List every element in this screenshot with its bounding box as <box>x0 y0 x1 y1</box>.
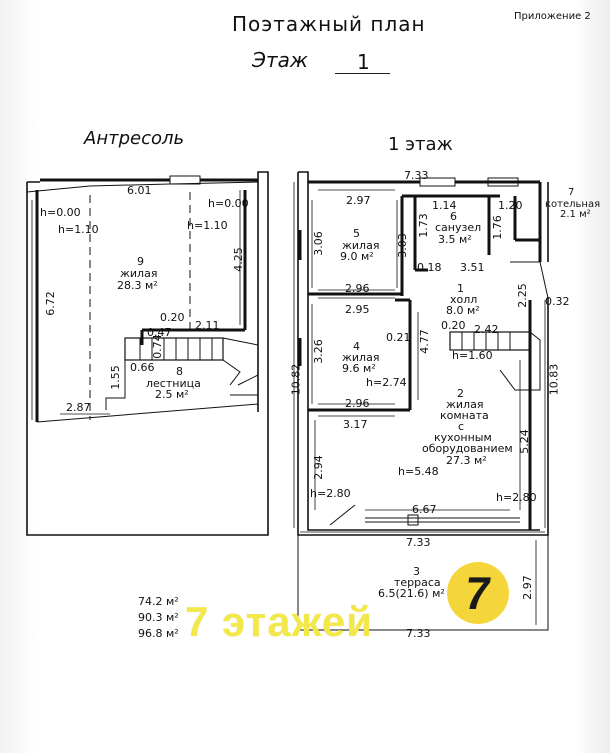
dim-label: 1.76 <box>490 215 504 240</box>
dim-label: 3.06 <box>311 231 325 256</box>
dim-label: 6.67 <box>412 503 437 516</box>
terrace-outline <box>297 535 549 631</box>
mezzanine-title: Антресоль <box>84 128 185 149</box>
dim-label: 4.77 <box>417 329 431 354</box>
logo-glyph: 7 <box>461 567 495 619</box>
dim-label: 2.25 <box>515 283 529 308</box>
appendix-label: Приложение 2 <box>514 11 591 22</box>
room-6-num: 6 <box>450 210 457 223</box>
dim-label: 2.97 <box>520 575 534 600</box>
total-area-3: 96.8 м² <box>138 627 179 640</box>
dim-label: 3.51 <box>460 261 485 274</box>
brand-logo-icon: 7 <box>447 562 509 624</box>
dim-label: 3.03 <box>395 233 409 258</box>
dim-label: 7.33 <box>406 627 431 640</box>
mezzanine-outline <box>26 171 269 536</box>
dim-label: 3.26 <box>311 339 325 364</box>
watermark-text: 7 этажей <box>185 598 373 645</box>
dim-label: 1.20 <box>498 199 523 212</box>
height-label: h=5.48 <box>398 465 439 478</box>
dim-label: 0.20 <box>160 311 185 324</box>
room-2-line1: жилая <box>446 398 484 411</box>
dim-label: 4.25 <box>231 247 245 272</box>
height-label: h=1.60 <box>452 349 493 362</box>
height-label: h=2.74 <box>366 376 407 389</box>
dim-label: 7.33 <box>404 169 429 182</box>
dim-label: 0.21 <box>386 331 411 344</box>
room-2-line2: комната <box>440 409 489 422</box>
dim-label: 1.55 <box>108 365 122 390</box>
room-6-name: санузел <box>435 221 482 234</box>
total-area-1: 74.2 м² <box>138 595 179 608</box>
dim-label: 0.18 <box>417 261 442 274</box>
room-8-name: лестница <box>146 377 201 390</box>
dim-label: 2.42 <box>474 323 499 336</box>
room-5-area: 9.0 м² <box>340 250 374 263</box>
dim-label: 5.24 <box>517 429 531 454</box>
dim-label: 0.32 <box>545 295 570 308</box>
dim-label: 6.72 <box>43 291 57 316</box>
floor1-title: 1 этаж <box>388 134 453 155</box>
dim-label: 3.17 <box>343 418 368 431</box>
room-7-num: 7 <box>568 187 575 198</box>
room-9-num: 9 <box>137 255 144 268</box>
room-8-area: 2.5 м² <box>155 388 189 401</box>
height-label: h=0.00 <box>40 206 81 219</box>
dim-label: 0.74 <box>150 334 164 359</box>
height-label: h=0.00 <box>208 197 249 210</box>
dim-label: 2.97 <box>346 194 371 207</box>
dim-label: 10.82 <box>289 363 303 396</box>
dim-label: 0.20 <box>441 319 466 332</box>
dim-label: 6.01 <box>127 184 152 197</box>
dim-label: 2.96 <box>345 282 370 295</box>
dim-label: 1.14 <box>432 199 457 212</box>
height-label: h=1.10 <box>58 223 99 236</box>
height-label: h=2.80 <box>496 491 537 504</box>
room-7-name: котельная <box>545 199 601 210</box>
room-5-num: 5 <box>353 227 360 240</box>
dim-label: 2.11 <box>195 319 220 332</box>
dim-label: 1.73 <box>416 213 430 238</box>
room-3-area: 6.5(21.6) м² <box>378 587 445 600</box>
room-2-line5: оборудованием <box>422 442 513 455</box>
dim-label: 2.95 <box>345 303 370 316</box>
room-2-num: 2 <box>457 387 464 400</box>
dim-label: 0.66 <box>130 361 155 374</box>
room-1-area: 8.0 м² <box>446 304 480 317</box>
height-label: h=1.10 <box>187 219 228 232</box>
room-8-num: 8 <box>176 365 183 378</box>
room-1-num: 1 <box>457 282 464 295</box>
floor-label: Этаж <box>252 48 308 72</box>
room-2-line3: с <box>458 420 465 433</box>
floor-number: 1 <box>357 50 370 74</box>
dim-label: 2.94 <box>311 455 325 480</box>
dim-label: 10.83 <box>547 363 561 396</box>
height-label: h=2.80 <box>310 487 351 500</box>
room-2-line4: кухонным <box>434 431 492 444</box>
floor-number-underline <box>335 73 390 74</box>
room-4-area: 9.6 м² <box>342 362 376 375</box>
room-5-name: жилая <box>342 239 380 252</box>
room-3-num: 3 <box>413 565 420 578</box>
plan-title: Поэтажный план <box>232 12 426 36</box>
room-9-name: жилая <box>120 267 158 280</box>
dim-label: 0.47 <box>147 326 172 339</box>
room-4-name: жилая <box>342 351 380 364</box>
dim-label: 2.87 <box>66 401 91 414</box>
dim-label: 7.33 <box>406 536 431 549</box>
room-4-num: 4 <box>353 340 360 353</box>
room-9-area: 28.3 м² <box>117 279 158 292</box>
room-1-name: холл <box>450 293 478 306</box>
room-3-name: терраса <box>394 576 441 589</box>
room-7-area: 2.1 м² <box>560 209 591 220</box>
room-6-area: 3.5 м² <box>438 233 472 246</box>
dim-label: 2.96 <box>345 397 370 410</box>
total-area-2: 90.3 м² <box>138 611 179 624</box>
floor1-outline <box>297 171 549 536</box>
room-2-area: 27.3 м² <box>446 454 487 467</box>
